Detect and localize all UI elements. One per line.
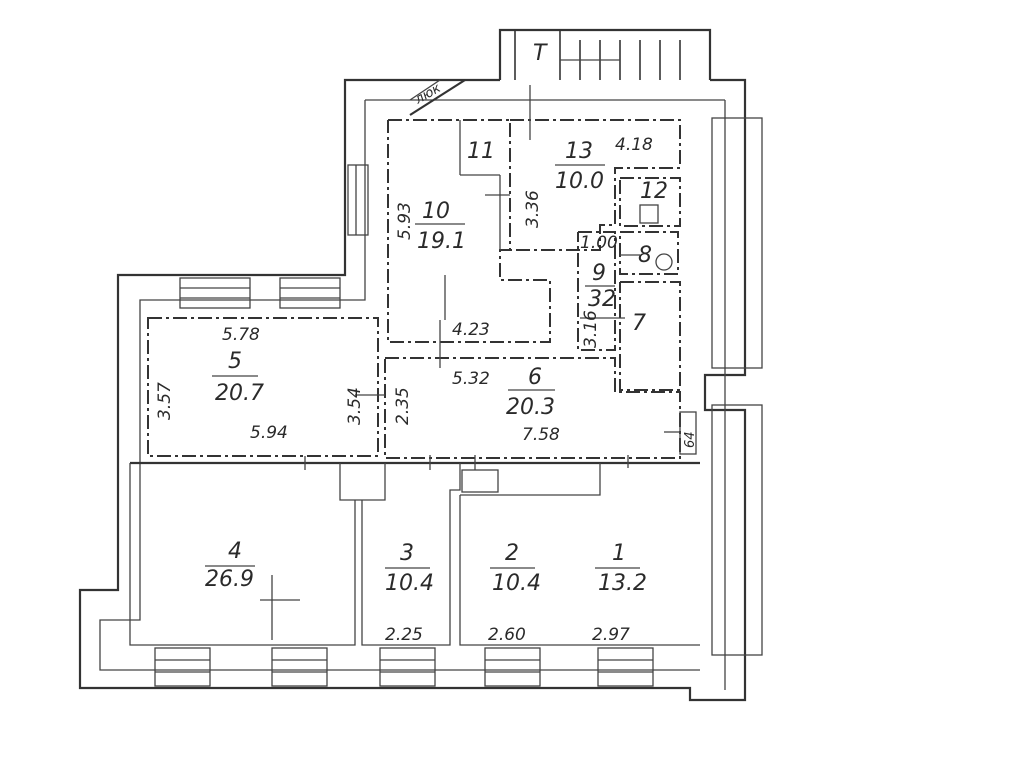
- room-4-number: 4: [228, 539, 242, 564]
- room-6-dim-top: 5.32: [452, 369, 490, 389]
- stair-top: [514, 30, 681, 80]
- room-5-dim-top: 5.78: [222, 325, 260, 345]
- room-10-walls: [387, 119, 551, 343]
- room-6-number: 6: [528, 365, 542, 390]
- small-rooms-walls: [577, 177, 681, 391]
- room-6-area: 20.3: [506, 395, 555, 420]
- room-6-dim-left: 2.35: [393, 387, 413, 425]
- room-5-number: 5: [228, 349, 242, 374]
- room-9-number: 9: [592, 261, 606, 286]
- room-2-number: 2: [505, 541, 519, 566]
- room-3-area: 10.4: [385, 571, 434, 596]
- room-1-number: 1: [612, 541, 626, 566]
- room-4-area: 26.9: [205, 567, 254, 592]
- room-2-area: 10.4: [492, 571, 541, 596]
- room-10-area: 19.1: [417, 229, 466, 254]
- room-8-number: 8: [638, 243, 652, 268]
- outer-walls: [78, 28, 763, 702]
- room-9-area: 32: [588, 287, 616, 312]
- room-6-walls: [384, 357, 681, 459]
- room-5-dim-right: 3.54: [345, 387, 365, 425]
- room-5-dim-bottom: 5.94: [250, 423, 288, 443]
- side-dim: 64: [683, 431, 698, 448]
- room-2-dim: 2.60: [488, 625, 526, 645]
- room-13-dim-left: 3.36: [523, 190, 543, 228]
- room-5-area: 20.7: [215, 381, 264, 406]
- room-13-area: 10.0: [555, 169, 604, 194]
- room-8-dim: 1.00: [580, 233, 618, 253]
- room-1-dim: 2.97: [592, 625, 630, 645]
- room-6-dim-bottom: 7.58: [522, 425, 560, 445]
- hatch: [409, 79, 466, 116]
- room-5-walls: [147, 317, 379, 457]
- room-10-dim-left: 5.93: [395, 202, 415, 240]
- dimension-lines: [260, 85, 697, 640]
- room-3-number: 3: [400, 541, 414, 566]
- room-10-number: 10: [422, 199, 450, 224]
- room-13-dim-right: 4.18: [615, 135, 653, 155]
- room-12-number: 12: [640, 179, 668, 204]
- room-13-walls: [510, 119, 681, 251]
- windows: [154, 164, 654, 687]
- room-7-number: 7: [632, 311, 646, 336]
- room-11-number: 11: [467, 139, 495, 164]
- stair-label: Т: [533, 41, 548, 66]
- room-3-dim: 2.25: [385, 625, 423, 645]
- room-1-area: 13.2: [598, 571, 647, 596]
- lower-rooms-walls: [129, 461, 700, 646]
- room-labels: 1 13.2 2.97 2 10.4 2.60 3 10.4 2.25 4 26…: [155, 135, 698, 645]
- room-13-number: 13: [565, 139, 593, 164]
- room-9-dim: 3.16: [581, 310, 601, 348]
- room-10-dim-bottom: 4.23: [452, 320, 490, 340]
- room-5-dim-left: 3.57: [155, 382, 175, 420]
